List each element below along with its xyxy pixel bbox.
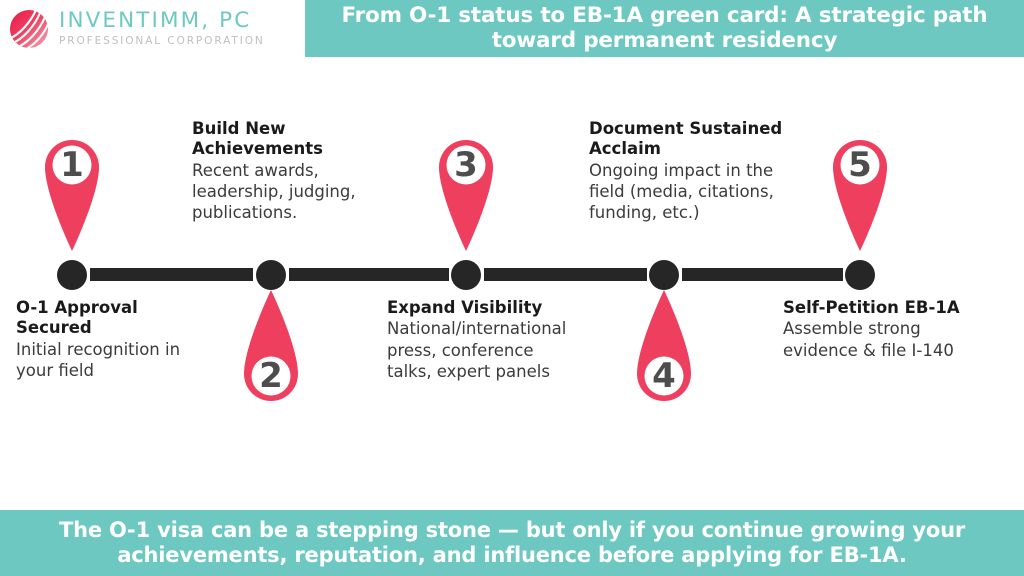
footer-banner: The O-1 visa can be a stepping stone — b… [0,510,1024,576]
footer-message: The O-1 visa can be a stepping stone — b… [58,517,966,567]
map-pin-icon-3[interactable]: 3 [431,117,501,252]
timeline-segment [484,268,647,281]
timeline-node[interactable] [57,260,87,290]
step-description: National/international press, conference… [387,319,567,381]
step-title: Document Sustained Acclaim [589,119,783,159]
step-description: Recent awards, leadership, judging, publ… [192,160,356,223]
timeline-segment [90,268,253,281]
page-title: From O-1 status to EB-1A green card: A s… [341,2,988,53]
timeline-stage: 1 O-1 Approval Secured Initial recogniti… [0,57,1024,510]
map-pin-icon-2[interactable]: 2 [236,289,306,424]
page-header: INVENTIMM, PC PROFESSIONAL CORPORATION F… [0,0,1024,57]
step-label-1: O-1 Approval Secured Initial recognition… [16,298,196,381]
step-title: Self-Petition EB-1A [783,298,960,317]
map-pin-icon-5[interactable]: 5 [825,117,895,252]
timeline-node[interactable] [451,260,481,290]
step-title: Expand Visibility [387,298,543,317]
timeline-node[interactable] [649,260,679,290]
globe-swirl-logo-icon [8,8,50,50]
step-label-5: Self-Petition EB-1A Assemble strong evid… [783,298,979,361]
timeline-axis [0,260,1024,290]
step-label-2: Build New Achievements Recent awards, le… [192,119,374,223]
map-pin-icon-4[interactable]: 4 [629,289,699,424]
timeline-node[interactable] [845,260,875,290]
pin-number: 4 [652,356,676,396]
step-description: Ongoing impact in the field (media, cita… [589,160,774,223]
timeline-segment [682,268,843,281]
step-description: Assemble strong evidence & file I-140 [783,319,954,360]
timeline-segment [289,268,449,281]
step-label-3: Expand Visibility National/international… [387,298,569,382]
header-title-banner: From O-1 status to EB-1A green card: A s… [305,0,1024,57]
pin-number: 1 [60,145,84,185]
brand-logo: INVENTIMM, PC PROFESSIONAL CORPORATION [0,0,305,57]
pin-number: 3 [454,145,478,185]
pin-number: 5 [848,145,872,185]
pin-number: 2 [259,356,283,396]
step-title: O-1 Approval Secured [16,298,138,338]
step-description: Initial recognition in your field [16,339,181,381]
step-title: Build New Achievements [192,119,323,159]
brand-subtitle: PROFESSIONAL CORPORATION [59,34,265,47]
timeline-node[interactable] [256,260,286,290]
step-label-4: Document Sustained Acclaim Ongoing impac… [589,119,789,223]
map-pin-icon-1[interactable]: 1 [37,117,107,252]
brand-name: INVENTIMM, PC [59,8,252,34]
